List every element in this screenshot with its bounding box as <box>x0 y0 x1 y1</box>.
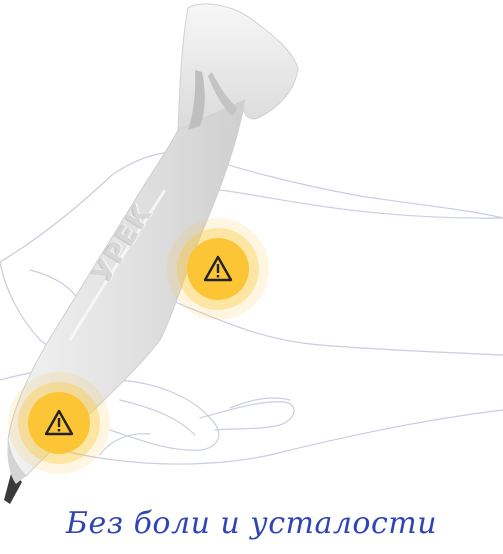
caption-text: Без боли и усталости <box>65 506 438 541</box>
warning-badge <box>28 392 90 454</box>
warning-badge <box>187 238 249 300</box>
warning-triangle-icon <box>203 255 233 282</box>
warning-triangle-icon <box>44 409 74 436</box>
